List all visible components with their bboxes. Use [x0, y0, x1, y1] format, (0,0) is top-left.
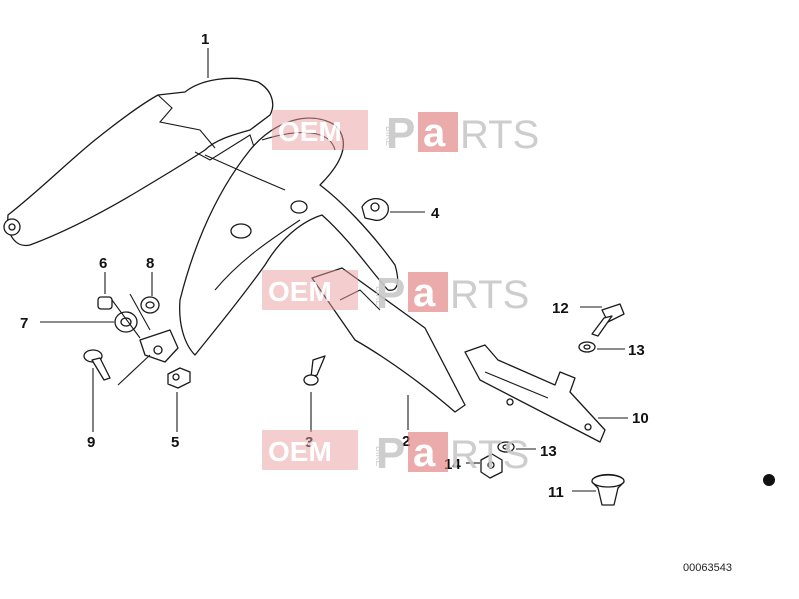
callout-7: 7	[20, 315, 28, 332]
part-3-screw[interactable]	[303, 355, 326, 386]
watermark-top: OEM BIKE P a RTS	[272, 109, 539, 158]
part-13-washer-upper[interactable]	[578, 341, 596, 353]
watermark-middle: OEM BIKE P a RTS	[262, 269, 529, 318]
part-10-bracket[interactable]	[464, 344, 606, 443]
diagram-number: 00063543	[683, 562, 732, 574]
svg-text:BIKE: BIKE	[374, 286, 384, 307]
svg-text:OEM: OEM	[278, 116, 342, 147]
part-5-nut[interactable]	[167, 367, 191, 389]
part-11-buffer[interactable]	[591, 473, 625, 506]
callout-4: 4	[431, 205, 440, 222]
svg-text:BIKE: BIKE	[384, 126, 394, 147]
part-14-nut[interactable]	[480, 453, 503, 479]
svg-text:RTS: RTS	[450, 433, 529, 477]
callout-11: 11	[548, 484, 564, 501]
part-4-clip[interactable]	[361, 197, 389, 221]
svg-text:a: a	[413, 271, 436, 315]
callout-8: 8	[146, 255, 154, 272]
callout-3: 3	[305, 434, 313, 451]
svg-text:RTS: RTS	[450, 273, 529, 317]
callout-6: 6	[99, 255, 107, 272]
callout-9: 9	[87, 434, 95, 451]
svg-text:a: a	[423, 111, 446, 155]
svg-text:P: P	[376, 429, 405, 478]
callout-13-upper: 13	[628, 342, 645, 359]
part-13-washer-lower[interactable]	[497, 441, 515, 453]
callout-5: 5	[171, 434, 179, 451]
part-1-rear-fender[interactable]	[3, 77, 399, 363]
part-2-cover-panel[interactable]	[311, 267, 466, 413]
callout-13-lower: 13	[540, 443, 557, 460]
svg-text:BIKE: BIKE	[374, 446, 384, 467]
svg-text:OEM: OEM	[268, 436, 332, 467]
part-12-bolt[interactable]	[591, 303, 625, 337]
part-9-bolt[interactable]	[83, 349, 111, 381]
callout-12: 12	[552, 300, 569, 317]
part-6-grommet[interactable]	[97, 296, 113, 310]
svg-text:RTS: RTS	[460, 113, 539, 157]
note-bullet-icon	[763, 474, 775, 486]
svg-text:a: a	[413, 431, 436, 475]
svg-text:OEM: OEM	[268, 276, 332, 307]
callout-2: 2	[402, 433, 410, 450]
callout-10: 10	[632, 410, 649, 427]
watermark-bottom: OEM BIKE P a RTS	[262, 429, 529, 478]
callout-1: 1	[201, 31, 209, 48]
svg-text:P: P	[376, 269, 405, 318]
part-8-washer[interactable]	[140, 296, 160, 314]
svg-text:P: P	[386, 109, 415, 158]
callout-14: 14	[444, 456, 461, 473]
